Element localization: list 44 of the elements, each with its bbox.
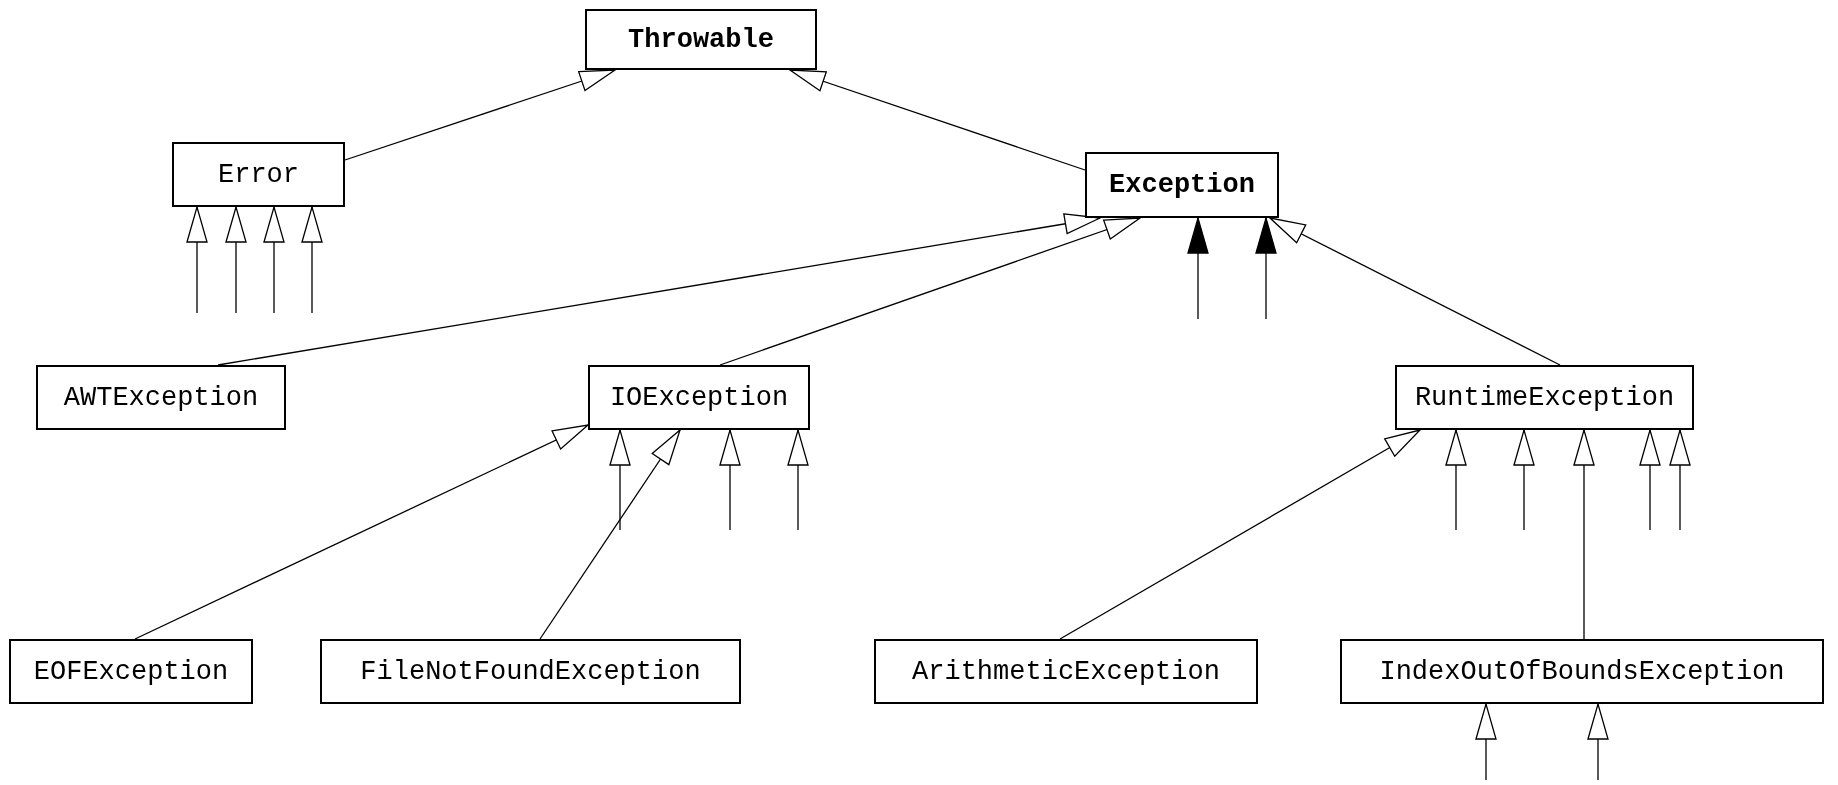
class-box xyxy=(1085,152,1279,218)
inheritance-arrow xyxy=(1475,703,1497,781)
class-name: EOFException xyxy=(33,656,229,687)
inheritance-arrow xyxy=(186,206,208,314)
class-box xyxy=(172,142,345,207)
class-box xyxy=(1340,639,1824,704)
class-name: AWTException xyxy=(63,382,259,413)
class-name: IOException xyxy=(609,382,789,413)
inheritance-arrow xyxy=(217,213,1101,366)
inheritance-arrow xyxy=(301,206,323,314)
class-name: ArithmeticException xyxy=(912,656,1220,687)
inheritance-arrow xyxy=(539,429,681,640)
inheritance-arrow xyxy=(719,217,1141,366)
inheritance-arrow xyxy=(1587,703,1609,781)
inheritance-arrow xyxy=(134,424,589,640)
class-box xyxy=(320,639,741,704)
class-box xyxy=(585,9,817,70)
inheritance-arrow xyxy=(787,429,809,531)
class-box xyxy=(588,365,810,430)
inheritance-arrow xyxy=(263,206,285,314)
class-name: RuntimeException xyxy=(1414,382,1675,413)
inheritance-arrow xyxy=(344,69,616,161)
class-name: Error xyxy=(218,159,299,190)
class-box xyxy=(36,365,286,430)
inheritance-arrow xyxy=(1255,217,1277,320)
class-box xyxy=(9,639,253,704)
inheritance-arrow xyxy=(789,69,1086,171)
inheritance-arrow xyxy=(1513,429,1535,531)
inheritance-arrow xyxy=(225,206,247,314)
class-name: IndexOutOfBoundsException xyxy=(1379,656,1785,687)
class-name: Exception xyxy=(1109,170,1255,200)
inheritance-arrow xyxy=(1573,429,1595,640)
class-box xyxy=(874,639,1258,704)
class-box xyxy=(1395,365,1694,430)
class-name: Throwable xyxy=(628,24,774,55)
inheritance-arrow xyxy=(1269,217,1561,366)
inheritance-arrow xyxy=(1059,429,1421,640)
inheritance-arrow xyxy=(1445,429,1467,531)
inheritance-arrow xyxy=(1639,429,1661,531)
inheritance-arrow xyxy=(1187,217,1209,320)
inheritance-arrow xyxy=(1669,429,1691,531)
inheritance-arrow xyxy=(609,429,631,531)
class-name: FileNotFoundException xyxy=(360,656,701,687)
inheritance-arrow xyxy=(719,429,741,531)
